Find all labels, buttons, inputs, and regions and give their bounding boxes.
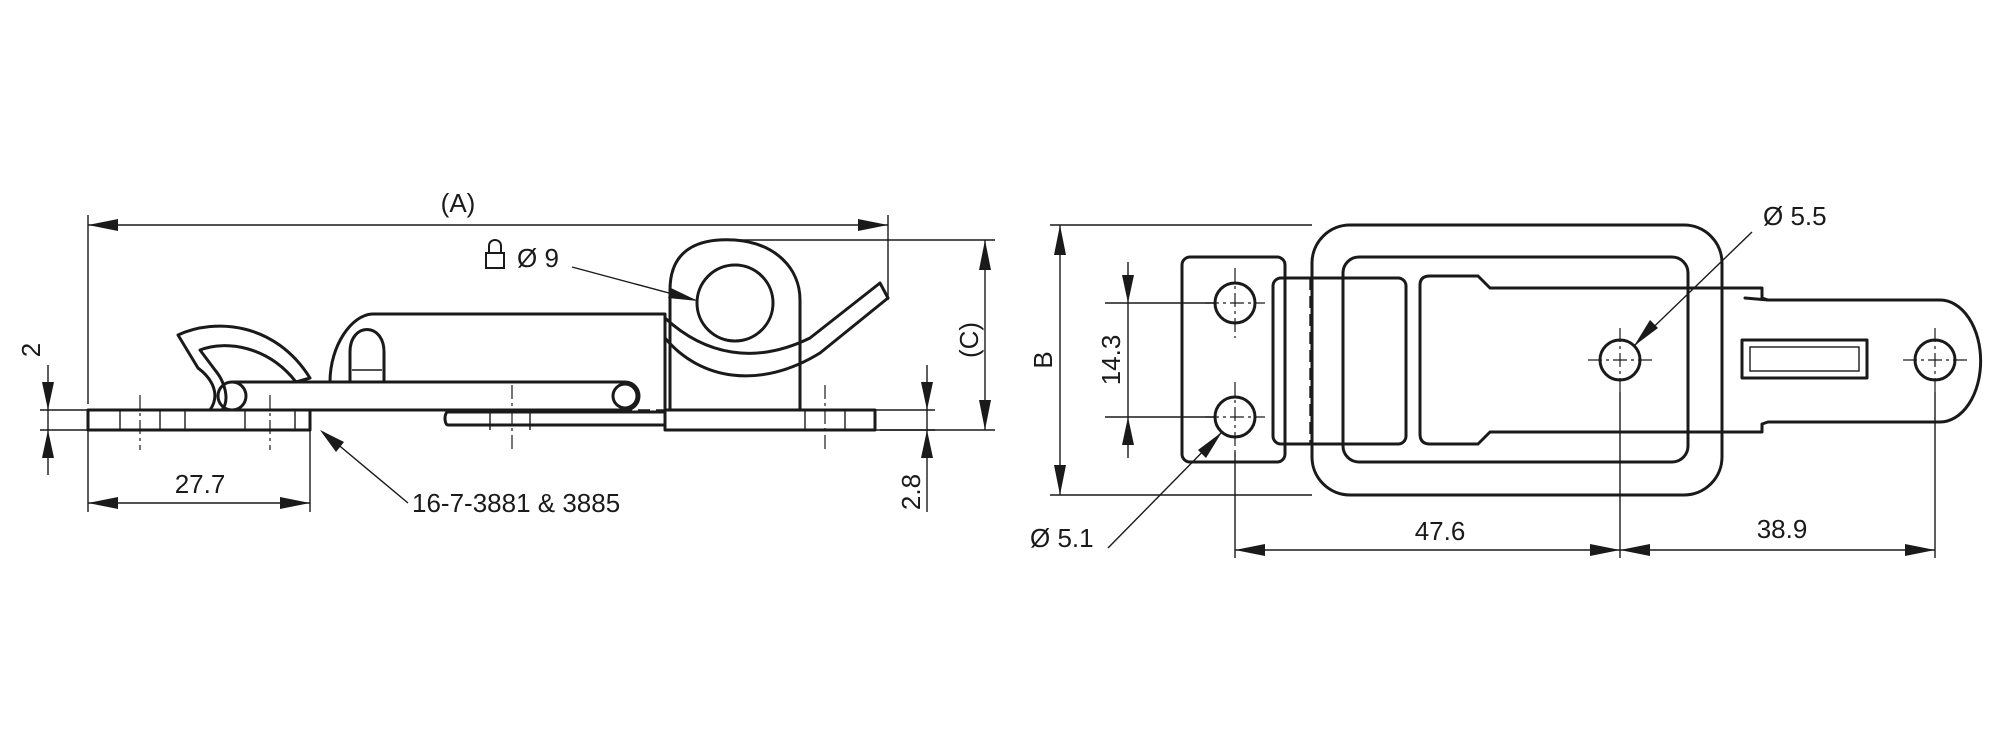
base-plate bbox=[1180, 255, 1287, 464]
dim-span-2: 38.9 bbox=[1757, 514, 1808, 544]
dim-hole-large: Ø 5.5 bbox=[1763, 201, 1827, 231]
dim-height: (C) bbox=[954, 322, 984, 358]
padlock-eye bbox=[695, 263, 775, 343]
lever-arm bbox=[230, 380, 641, 412]
padlock-icon bbox=[485, 239, 505, 269]
dim-shackle-diameter: Ø 9 bbox=[517, 243, 559, 273]
lever-loop bbox=[348, 328, 386, 384]
lever-housing bbox=[328, 312, 667, 427]
dim-overall-length: (A) bbox=[441, 188, 476, 218]
lever-end-pin bbox=[611, 382, 639, 410]
hook bbox=[176, 324, 312, 412]
dim-offset: 27.7 bbox=[175, 469, 226, 499]
side-view: (A) Ø 9 (C) 2 27.7 16-7-3881 & bbox=[16, 188, 995, 518]
dim-hole-spacing: 14.3 bbox=[1096, 335, 1126, 386]
lever-plate bbox=[1418, 274, 1983, 446]
top-view: B 14.3 Ø 5.1 Ø 5.5 47.6 38.9 bbox=[1028, 201, 1983, 558]
dim-thickness: 2 bbox=[16, 343, 46, 357]
lever-slot bbox=[1740, 338, 1869, 380]
dim-hole-small: Ø 5.1 bbox=[1030, 523, 1094, 553]
strap-band bbox=[1271, 276, 1408, 446]
dim-width: B bbox=[1028, 351, 1058, 368]
dim-span-1: 47.6 bbox=[1415, 516, 1466, 546]
base-plate-right bbox=[663, 408, 877, 432]
base-plate-left bbox=[86, 408, 312, 432]
outer-loop bbox=[1310, 223, 1724, 497]
hook-pivot bbox=[216, 380, 248, 412]
dim-base-thickness: 2.8 bbox=[896, 474, 926, 510]
part-callout: 16-7-3881 & 3885 bbox=[412, 488, 620, 518]
